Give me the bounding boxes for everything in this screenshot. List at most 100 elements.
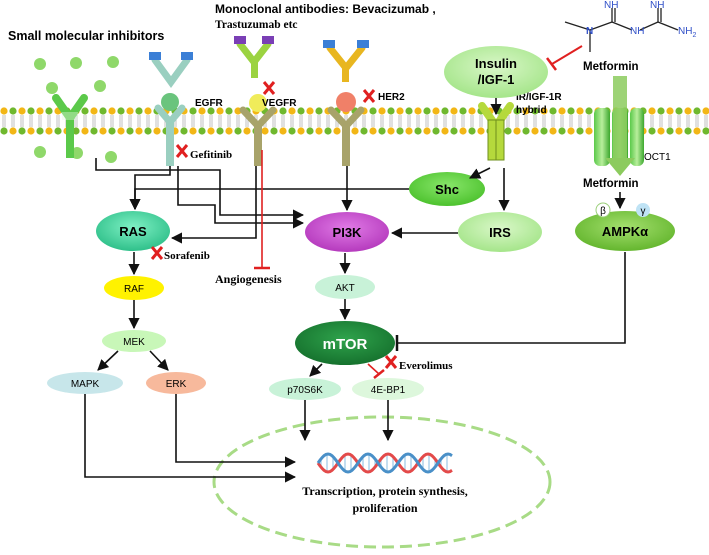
shc-node [409,172,485,206]
lipid-head-outer [558,107,566,115]
lipid-tail [587,115,591,127]
irs-label: IRS [489,225,511,240]
lipid-tail [236,115,240,127]
small-molecule-dots [34,56,119,163]
lipid-head-inner [693,127,701,135]
lipid-tail [119,115,123,127]
lipid-head-outer [549,107,557,115]
lipid-head-inner [531,127,539,135]
oct1-label: OCT1 [644,152,671,163]
lipid-tail [371,115,375,127]
lipid-tail [479,115,483,127]
lipid-head-outer [648,107,656,115]
lipid-head-inner [468,127,476,135]
lipid-tail [461,115,465,127]
lipid-tail [101,115,105,127]
lipid-tail [137,115,141,127]
lipid-tail [704,115,708,127]
lipid-head-inner [540,127,548,135]
lipid-head-outer [81,107,89,115]
lipid-head-inner [225,127,233,135]
egfr-label: EGFR [195,98,224,109]
lipid-head-outer [531,107,539,115]
lipid-tail [686,115,690,127]
lipid-head-inner [360,127,368,135]
lipid-tail [695,115,699,127]
mek-label: MEK [123,337,145,348]
lipid-head-inner [369,127,377,135]
lipid-head-inner [459,127,467,135]
lipid-tail [272,115,276,127]
lipid-tail [668,115,672,127]
lipid-head-inner [99,127,107,135]
sorafenib-x-icon [150,246,164,260]
lipid-head-inner [576,127,584,135]
her2-label: HER2 [378,92,405,103]
lipid-head-outer [315,107,323,115]
lipid-head-inner [450,127,458,135]
ampk-label: AMPKα [602,224,648,239]
lipid-head-outer [216,107,224,115]
metformin-top-label: Metformin [583,61,639,73]
ir-igf1r-receptor-icon [478,102,514,161]
lipid-head-outer [540,107,548,115]
dna-strand-red [316,452,453,474]
lipid-head-inner [396,127,404,135]
metformin-nh2-label: NH2 [678,26,696,39]
lipid-head-outer [90,107,98,115]
lipid-head-inner [234,127,242,135]
lipid-head-inner [684,127,692,135]
p70s6k-label: p70S6K [287,385,323,396]
lipid-head-outer [585,107,593,115]
lipid-head-outer [45,107,53,115]
lipid-tail [200,115,204,127]
lipid-tail [677,115,681,127]
lipid-head-outer [432,107,440,115]
lipid-head-outer [279,107,287,115]
lipid-head-outer [144,107,152,115]
her2-receptor-icon [323,40,369,166]
lipid-head-inner [45,127,53,135]
lipid-head-inner [288,127,296,135]
lipid-head-inner [189,127,197,135]
vegfr-x-icon [262,81,276,95]
lipid-head-outer [18,107,26,115]
lipid-head-inner [522,127,530,135]
lipid-tail [569,115,573,127]
erk-node [146,372,206,394]
lipid-head-inner [675,127,683,135]
ampk-node [575,211,675,251]
4ebp1-node [352,378,424,400]
lipid-head-inner [306,127,314,135]
lipid-head-inner [414,127,422,135]
lipid-head-outer [657,107,665,115]
lipid-head-inner [378,127,386,135]
lipid-tail [29,115,33,127]
lipid-tail [470,115,474,127]
ampk-beta-subunit [595,202,611,218]
lipid-tail [443,115,447,127]
lipid-head-outer [126,107,134,115]
lipid-tail [227,115,231,127]
lipid-head-inner [243,127,251,135]
inhibition-lines [254,150,626,379]
lipid-tail [524,115,528,127]
lipid-tail [407,115,411,127]
lipid-head-outer [522,107,530,115]
lipid-tail [551,115,555,127]
vegfr-receptor-icon [234,36,277,166]
insulin-label-line2: /IGF-1 [478,72,515,87]
lipid-tail [146,115,150,127]
lipid-head-inner [441,127,449,135]
4ebp1-label: 4E-BP1 [371,385,406,396]
lipid-tail [281,115,285,127]
lipid-tail [425,115,429,127]
monoclonal-antibodies-title: Monoclonal antibodies: Bevacizumab , [215,2,436,16]
mapk-label: MAPK [71,379,100,390]
lipid-tail [542,115,546,127]
metformin-entry-arrow [605,76,635,176]
lipid-tail [416,115,420,127]
lipid-head-inner [36,127,44,135]
lipid-head-outer [0,107,8,115]
